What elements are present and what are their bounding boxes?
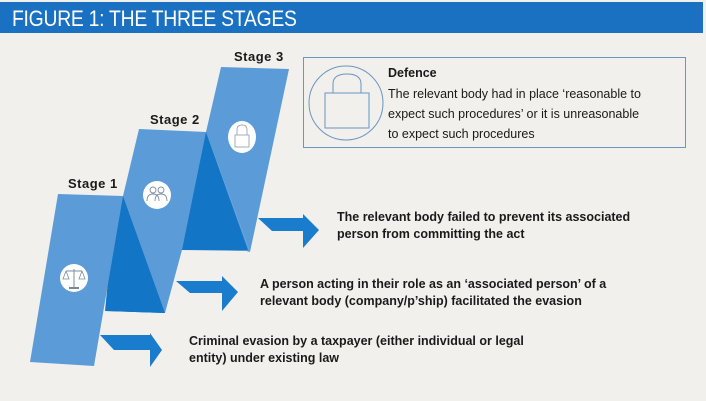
padlock-icon: [228, 121, 256, 153]
defence-title: Defence: [388, 66, 437, 80]
figure-title: FIGURE 1: THE THREE STAGES: [12, 6, 297, 31]
stage-1-label: Stage 1: [68, 176, 118, 191]
arrow-stage-1: [100, 333, 162, 367]
description-line: person from committing the act: [337, 227, 525, 241]
arrow-stage-3: [258, 214, 319, 248]
figure-header: FIGURE 1: THE THREE STAGES: [0, 2, 703, 33]
scales-of-justice-icon: [60, 264, 88, 292]
defence-line: expect such procedures’ or it is unreaso…: [388, 107, 640, 121]
stage-3-description: The relevant body failed to prevent its …: [337, 209, 630, 243]
people-icon: [143, 181, 171, 209]
description-line: The relevant body failed to prevent its …: [337, 210, 631, 224]
description-line: entity) under existing law: [189, 351, 340, 365]
defence-description: The relevant body had in place ‘reasonab…: [388, 84, 688, 144]
description-line: relevant body (company/p’ship) facilitat…: [260, 294, 582, 308]
stage-2-description: A person acting in their role as an ‘ass…: [260, 276, 606, 310]
defence-line: The relevant body had in place ‘reasonab…: [388, 87, 641, 101]
defence-padlock-icon: [308, 65, 384, 141]
stage-2-label: Stage 2: [150, 112, 200, 127]
stage-1-description: Criminal evasion by a taxpayer (either i…: [189, 333, 524, 367]
stage-3-label: Stage 3: [234, 49, 284, 64]
arrow-stage-2: [176, 276, 238, 311]
defence-line: to expect such procedures: [388, 127, 535, 141]
description-line: A person acting in their role as an ‘ass…: [260, 277, 607, 291]
defence-box: [303, 57, 686, 148]
description-line: Criminal evasion by a taxpayer (either i…: [189, 334, 524, 348]
stage-3-panel: [206, 67, 289, 252]
